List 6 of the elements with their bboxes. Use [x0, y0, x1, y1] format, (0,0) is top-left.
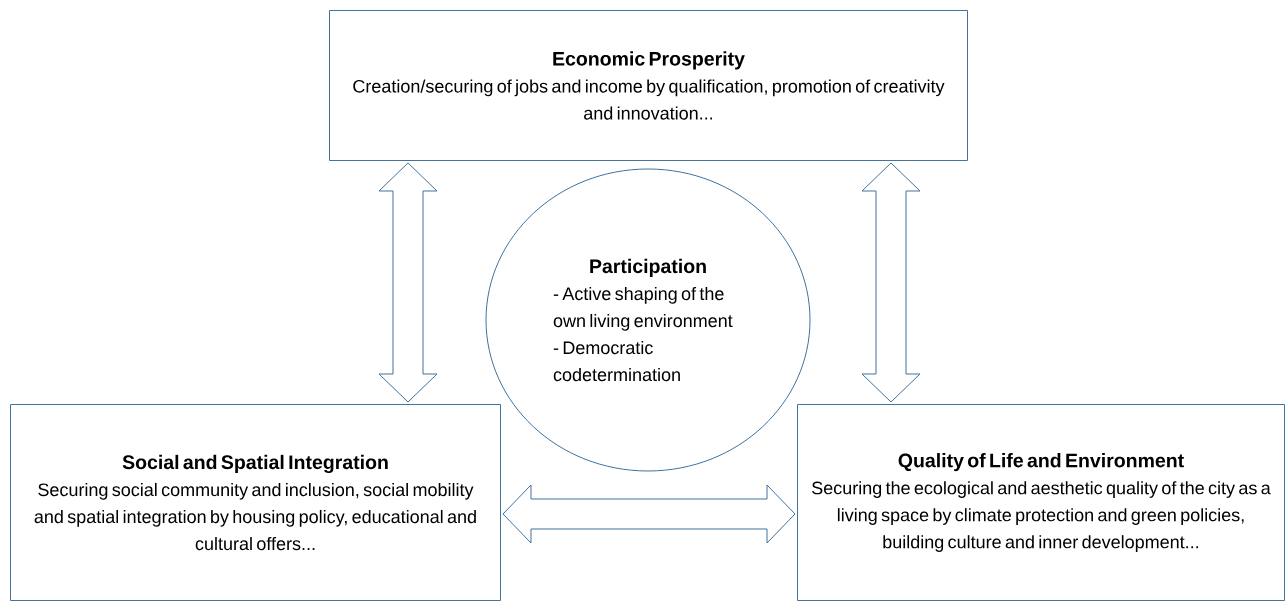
double-arrow	[502, 484, 796, 544]
double-arrow	[861, 162, 921, 403]
text-box: Economic Prosperity Creation/securing of jobs and income by qualification, promotion of creativity and innovation...	[329, 10, 968, 161]
double-arrow	[378, 162, 438, 403]
text-box: Social and Spatial Integration Securing social community and inclusion, social mobility and spatial integration by housing policy, educational and cultural offers...	[10, 404, 501, 601]
text-box: Quality of Life and Environment Securing the ecological and aesthetic quality of the city as a living space by climate protection and green policies, building culture and inner development...	[797, 404, 1285, 601]
